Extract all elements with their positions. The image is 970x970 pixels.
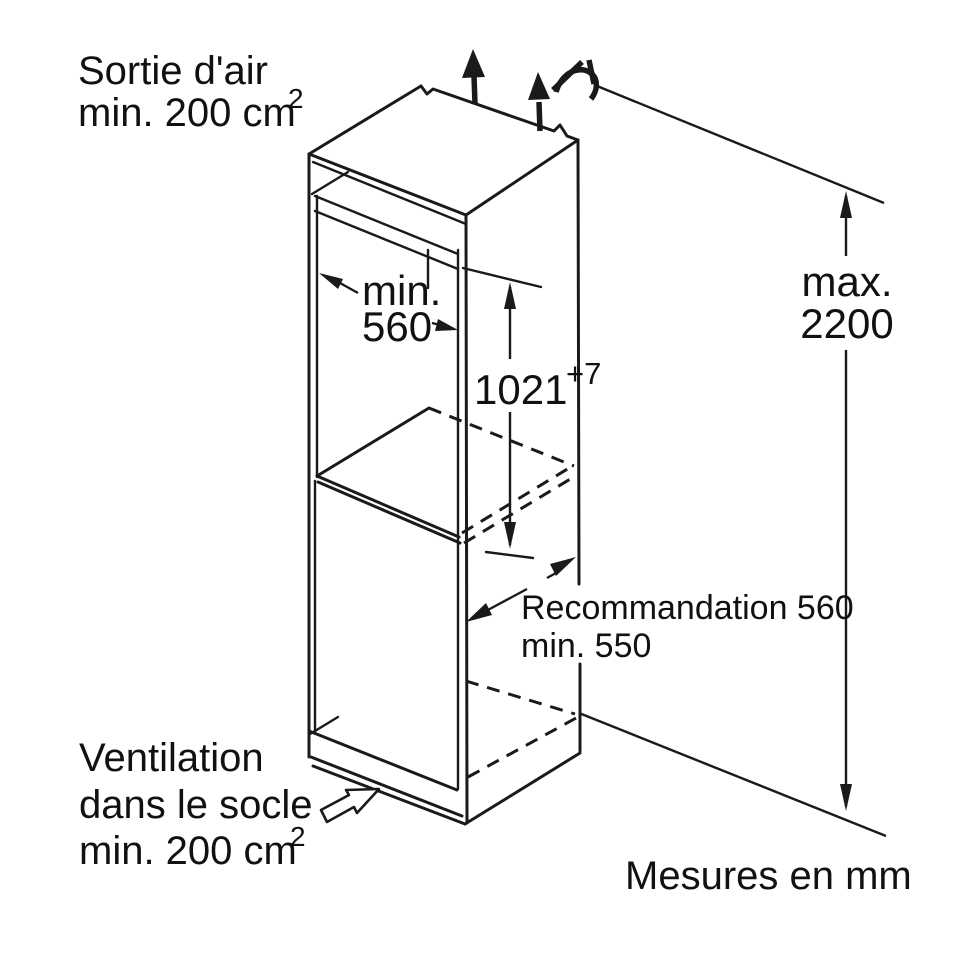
max-height-label: max. <box>801 258 892 305</box>
no-exhaust-crossed-arrow-icon <box>551 59 600 101</box>
ventilation-superscript: 2 <box>290 821 306 852</box>
niche-height-tolerance: +7 <box>566 356 601 391</box>
air-outlet-line1: Sortie d'air <box>78 49 268 93</box>
niche-floor <box>315 406 535 560</box>
air-outlet-label: Sortie d'air min. 200 cm 2 <box>78 49 304 135</box>
hidden-edges-dashed <box>428 406 579 779</box>
ventilation-line2: dans le socle <box>79 783 312 827</box>
depth-recommended-label: Recommandation 560 <box>521 589 854 627</box>
unit-note: Mesures en mm <box>625 854 912 898</box>
niche-width-value: 560 <box>362 303 432 350</box>
max-height-value: 2200 <box>800 300 893 347</box>
air-outlet-superscript: 2 <box>288 83 304 114</box>
depth-min-label: min. 550 <box>521 627 651 665</box>
upper-cabinet-outline <box>307 84 582 825</box>
airflow-up-arrows-icon <box>462 49 550 132</box>
niche-width-label-min: min. <box>362 267 441 314</box>
plinth-airflow-arrow-icon <box>319 787 381 824</box>
ventilation-line3: min. 200 cm <box>79 829 297 873</box>
dim-depth: Recommandation 560 min. 550 <box>466 557 854 665</box>
air-outlet-line2: min. 200 cm <box>78 91 296 135</box>
dim-niche-width: min. 560 <box>319 267 458 350</box>
ventilation-line1: Ventilation <box>79 736 264 780</box>
niche-height-value: 1021 <box>474 366 567 413</box>
top-vent-slot <box>310 170 543 290</box>
dim-max-height: max. 2200 <box>578 84 894 838</box>
ventilation-label: Ventilation dans le socle min. 200 cm 2 <box>79 736 312 873</box>
dim-niche-height: 1021 +7 <box>474 282 601 549</box>
lower-cabinet-outline <box>307 479 582 826</box>
